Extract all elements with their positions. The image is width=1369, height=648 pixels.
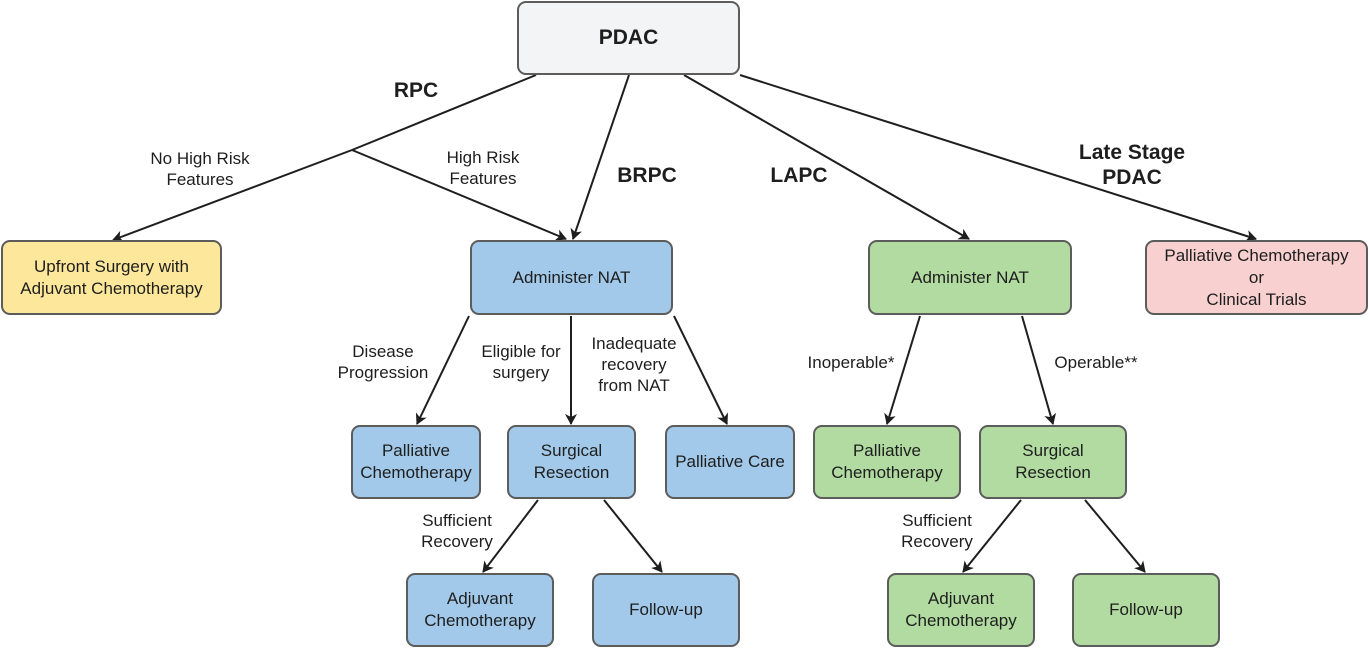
edge-pdac-rpc-split <box>351 74 537 151</box>
node-lapc-palliative-chemotherapy: Palliative Chemotherapy <box>813 425 961 499</box>
edge-label-inoperable: Inoperable* <box>807 353 895 372</box>
edge-lapc-sufficient-recovery <box>962 499 1022 573</box>
edge-pdac-brpc <box>570 74 630 240</box>
edge-brpc-sufficient-recovery <box>482 499 539 573</box>
edge-high-risk <box>351 149 567 241</box>
node-brpc-adjuvant-chemotherapy: Adjuvant Chemotherapy <box>406 573 554 647</box>
edge-brpc-inadequate-recovery <box>673 315 728 425</box>
node-upfront-surgery: Upfront Surgery with Adjuvant Chemothera… <box>1 240 222 315</box>
edge-pdac-late-stage <box>739 74 1257 242</box>
node-late-stage-treatment: Palliative Chemotherapy or Clinical Tria… <box>1145 240 1368 315</box>
edge-lapc-followup <box>1084 499 1146 573</box>
edge-label-inadequate-recovery: Inadequate recovery from NAT <box>591 334 677 395</box>
edge-label-disease-progression: Disease Progression <box>337 342 429 382</box>
node-lapc-adjuvant-chemotherapy: Adjuvant Chemotherapy <box>887 573 1035 647</box>
node-lapc-administer-nat: Administer NAT <box>868 240 1072 315</box>
root-node-pdac: PDAC <box>517 1 740 75</box>
edge-lapc-inoperable <box>884 315 921 425</box>
edge-pdac-lapc <box>683 74 970 240</box>
edge-no-high-risk <box>112 149 353 243</box>
edge-label-high-risk: High Risk Features <box>446 148 520 188</box>
edge-label-sufficient-recovery-lapc: Sufficient Recovery <box>901 511 973 551</box>
branch-label-rpc: RPC <box>393 79 439 102</box>
branch-label-late-stage: Late Stage PDAC <box>1078 141 1186 189</box>
node-brpc-surgical-resection: Surgical Resection <box>507 425 636 499</box>
edge-lapc-operable <box>1021 315 1057 425</box>
edge-label-operable: Operable** <box>1054 353 1138 372</box>
edge-label-sufficient-recovery-brpc: Sufficient Recovery <box>421 511 493 551</box>
edge-brpc-followup <box>603 499 663 573</box>
branch-label-brpc: BRPC <box>617 164 677 187</box>
node-brpc-palliative-care: Palliative Care <box>665 425 795 499</box>
edge-brpc-disease-progression <box>415 315 470 425</box>
node-lapc-surgical-resection: Surgical Resection <box>979 425 1127 499</box>
node-brpc-palliative-chemotherapy: Palliative Chemotherapy <box>351 425 481 499</box>
node-brpc-followup: Follow-up <box>592 573 740 647</box>
edge-label-eligible-surgery: Eligible for surgery <box>481 342 561 382</box>
node-brpc-administer-nat: Administer NAT <box>470 240 673 315</box>
edge-label-no-high-risk: No High Risk Features <box>150 149 250 189</box>
branch-label-lapc: LAPC <box>770 164 828 187</box>
node-lapc-followup: Follow-up <box>1072 573 1220 647</box>
